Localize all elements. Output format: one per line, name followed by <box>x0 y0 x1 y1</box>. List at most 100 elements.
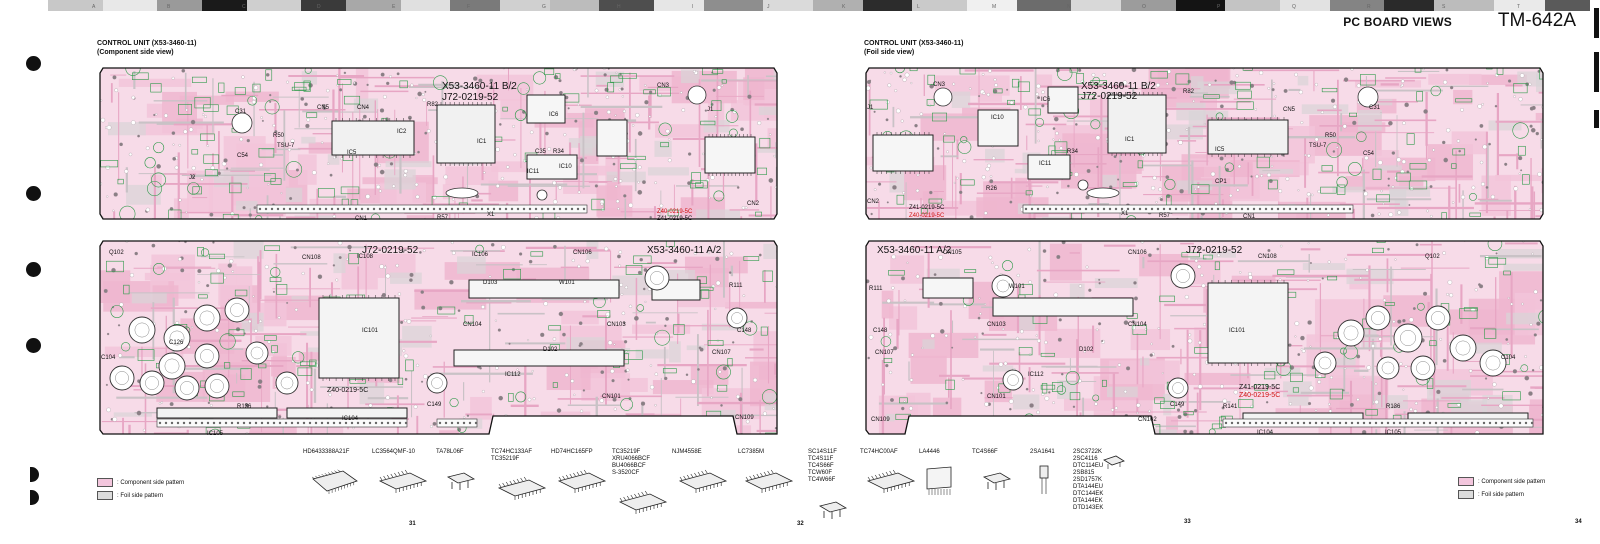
ic-package <box>1207 282 1289 364</box>
color-bar-letter: G <box>542 4 546 10</box>
color-bar-letter: I <box>692 4 694 10</box>
color-bar-letter: J <box>767 4 770 10</box>
board-label-x53: X53-3460-11 A/2 <box>647 245 722 256</box>
board-label-cn109: CN109 <box>871 417 890 423</box>
board-label-ic105: IC105 <box>1385 430 1402 436</box>
board-label-r82: R82 <box>427 102 439 108</box>
ic-package <box>453 349 625 367</box>
board-label-cn106: CN106 <box>573 250 592 256</box>
board-label-x1: X1 <box>487 212 495 218</box>
color-bar-letter: K <box>842 4 846 10</box>
color-bar-letter: T <box>1517 4 1521 10</box>
legend-component-label: : Component side pattern <box>1478 479 1546 486</box>
binder-hole <box>30 490 39 505</box>
board-label-c31: C31 <box>1369 105 1381 111</box>
board-label-c54: C54 <box>1363 151 1375 157</box>
board-label-ic6: IC6 <box>1041 97 1051 103</box>
ic-package <box>1107 94 1167 154</box>
edge-registration-marks <box>1590 0 1600 544</box>
board-label-ic6: IC6 <box>549 112 559 118</box>
board-label-cn1: CN1 <box>355 216 368 222</box>
capacitor-outline <box>991 274 1015 298</box>
capacitor-outline <box>158 352 186 380</box>
board-label-r57: R57 <box>1159 213 1171 219</box>
part-entry: NJM4558E <box>672 449 702 456</box>
crystal-outline <box>445 187 479 199</box>
capacitor-outline <box>139 370 165 396</box>
board-label-cn105: CN105 <box>943 250 962 256</box>
board-label-ic101: IC101 <box>362 328 379 334</box>
ic-package <box>156 407 278 419</box>
board-label-ic108: IC108 <box>357 254 374 260</box>
part-number: TC4S66F <box>972 449 998 455</box>
foil-side-swatch <box>1458 490 1474 499</box>
board-label-d102: D102 <box>1079 347 1094 353</box>
board-label-cn102: CN102 <box>1138 417 1157 423</box>
board-label-z40: Z40-0219-5C <box>1239 392 1280 399</box>
section-subtitle: (Component side view) <box>97 49 174 56</box>
board-label-r82: R82 <box>1183 89 1195 95</box>
board-label-cn108: CN108 <box>302 255 321 261</box>
board-label-r141: R141 <box>1223 404 1238 410</box>
package-sop-icon <box>497 476 547 500</box>
connector-header <box>1222 418 1534 428</box>
board-label-c54: C54 <box>237 153 249 159</box>
part-number: DTC144EK <box>1073 491 1104 497</box>
part-number: TC4S66F <box>808 463 834 469</box>
board-label-ic11: IC11 <box>1039 161 1052 167</box>
board-label-r34: R34 <box>1067 149 1079 155</box>
board-label-w101: W101 <box>559 280 575 286</box>
package-sop-icon <box>866 469 916 493</box>
part-entry: TC74HC00AF <box>860 449 898 456</box>
color-bar-letter: P <box>1217 4 1221 10</box>
board-label-z41: Z41-0219-5C <box>909 205 945 211</box>
pcb-right-top-board: X53-3460-11 B/2J72-0219-52Z41-0219-5CZ40… <box>865 67 1544 220</box>
package-sot-icon <box>982 472 1012 490</box>
capacitor-outline <box>1410 355 1436 381</box>
board-outline <box>865 67 1544 220</box>
binder-hole <box>30 467 39 482</box>
package-sop-icon <box>557 469 607 493</box>
board-label-d102: D102 <box>543 347 558 353</box>
capacitor-outline <box>128 316 156 344</box>
binder-hole <box>26 56 41 71</box>
board-label-c126: C126 <box>169 340 184 346</box>
board-label-cn107: CN107 <box>875 350 894 356</box>
capacitor-outline <box>193 304 221 332</box>
color-bar-letter: R <box>1367 4 1371 10</box>
package-to92-icon <box>1039 465 1049 494</box>
capacitor-outline <box>224 297 250 323</box>
connector-header <box>1082 418 1144 428</box>
part-entry: LC3564QMF-10 <box>372 449 415 456</box>
board-label-r136: R136 <box>1386 404 1401 410</box>
page-number: 34 <box>1575 519 1582 525</box>
capacitor-outline <box>1002 369 1024 391</box>
part-number: LC7385M <box>738 449 765 455</box>
board-label-r26: R26 <box>986 186 998 192</box>
model-number: TM-642A <box>1497 10 1576 31</box>
package-sop-icon <box>378 469 428 493</box>
capacitor-outline <box>1365 305 1391 331</box>
color-bar-letter: D <box>317 4 321 10</box>
part-number: TC74HC00AF <box>860 449 898 455</box>
color-bar-letter: E <box>392 4 396 10</box>
ic-package <box>468 279 620 299</box>
color-bar-letter: M <box>992 4 997 10</box>
part-entry: 2SA1641 <box>1030 449 1055 456</box>
part-entry: HD74HC165FP <box>551 449 593 456</box>
color-calibration-bar <box>48 0 1600 11</box>
board-outline <box>99 67 778 220</box>
color-bar-letter: A <box>92 4 96 10</box>
board-label-w101: W101 <box>1009 284 1025 290</box>
board-label-ic1: IC1 <box>477 139 487 145</box>
capacitor-outline <box>1425 305 1451 331</box>
board-label-cn108: CN108 <box>1258 254 1277 260</box>
board-label-j72: J72-0219-52 <box>362 245 419 256</box>
capacitor-outline <box>1313 351 1337 375</box>
package-sop-icon <box>744 469 794 493</box>
board-label-cn3: CN3 <box>933 82 946 88</box>
part-number: LA4446 <box>919 449 940 455</box>
board-label-j1: J1 <box>867 105 874 111</box>
